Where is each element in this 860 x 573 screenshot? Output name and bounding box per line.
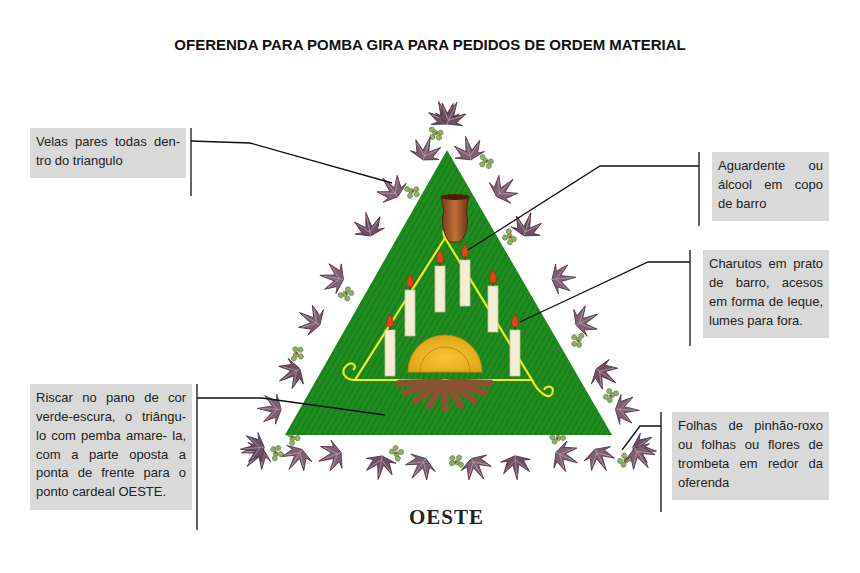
callout-text: Velas pares todas den- tro do triangulo — [36, 133, 180, 171]
callout-box: Charutos em prato de barro, acesos em fo… — [703, 250, 829, 338]
callout-box: Velas pares todas den- tro do triangulo — [30, 128, 186, 178]
clay-cup — [441, 194, 469, 242]
candles — [385, 244, 520, 376]
callout-text: Aguardente ou álcool em copo de barro — [718, 157, 823, 214]
cigar-plate — [400, 335, 491, 408]
yellow-pemba-triangle — [343, 226, 553, 396]
green-cloth-triangle — [285, 150, 612, 435]
callout-box: Aguardente ou álcool em copo de barro — [712, 152, 829, 221]
diagram-title: OFERENDA PARA POMBA GIRA PARA PEDIDOS DE… — [0, 36, 860, 53]
callout-text: Charutos em prato de barro, acesos em fo… — [709, 255, 823, 330]
callout-text: Riscar no pano de cor verde-escura, o tr… — [36, 389, 186, 502]
callout-box: Folhas de pinhão-roxo ou folhas ou flore… — [672, 412, 829, 500]
callout-box: Riscar no pano de cor verde-escura, o tr… — [30, 384, 192, 510]
callout-text: Folhas de pinhão-roxo ou folhas ou flore… — [678, 417, 823, 492]
leaf-border — [236, 96, 661, 490]
cardinal-point: OESTE — [409, 505, 484, 530]
leader-lines — [191, 128, 699, 530]
